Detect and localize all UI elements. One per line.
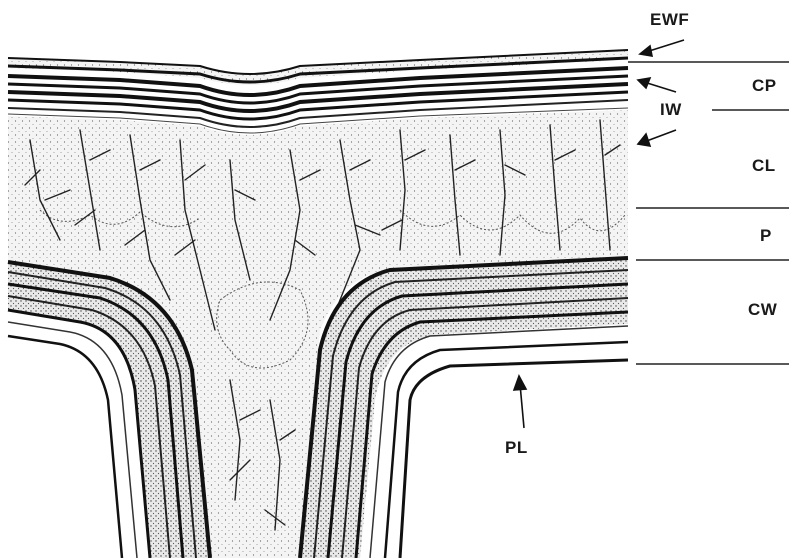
label-ewf: EWF bbox=[650, 10, 689, 30]
label-cw: CW bbox=[748, 300, 777, 320]
label-p: P bbox=[760, 226, 772, 246]
label-cp: CP bbox=[752, 76, 777, 96]
label-pl: PL bbox=[505, 438, 528, 458]
cell-wall-right bbox=[300, 258, 628, 558]
label-cl: CL bbox=[752, 156, 776, 176]
label-iw: IW bbox=[660, 100, 682, 120]
